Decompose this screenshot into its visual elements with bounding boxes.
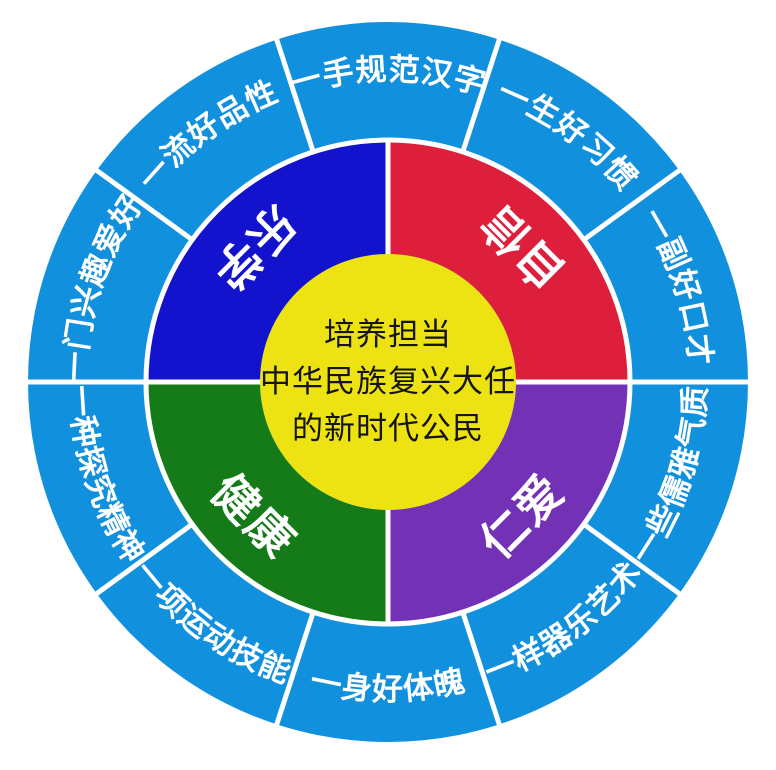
outer-ring-divider — [579, 167, 683, 245]
ring-separator — [143, 137, 633, 627]
inner-ring-segment[interactable] — [388, 382, 628, 622]
outer-ring-divider — [273, 607, 317, 728]
inner-ring-segment[interactable] — [148, 142, 388, 382]
outer-ring-divider — [273, 36, 317, 157]
center-title-line: 培养担当 — [324, 317, 452, 353]
outer-ring-divider — [93, 519, 197, 597]
center-circle[interactable] — [260, 254, 516, 510]
outer-ring-divider — [93, 167, 197, 245]
outer-ring-divider — [459, 607, 503, 728]
center-title-line: 中华民族复兴大任 — [260, 364, 516, 400]
outer-ring-divider — [579, 519, 683, 597]
inner-ring-segment[interactable] — [148, 382, 388, 622]
inner-ring-segment[interactable] — [388, 142, 628, 382]
outer-ring-divider — [459, 36, 503, 157]
inner-ring-group: 乐学自信仁爱健康 — [143, 137, 633, 627]
center-title-line: 的新时代公民 — [292, 411, 484, 447]
